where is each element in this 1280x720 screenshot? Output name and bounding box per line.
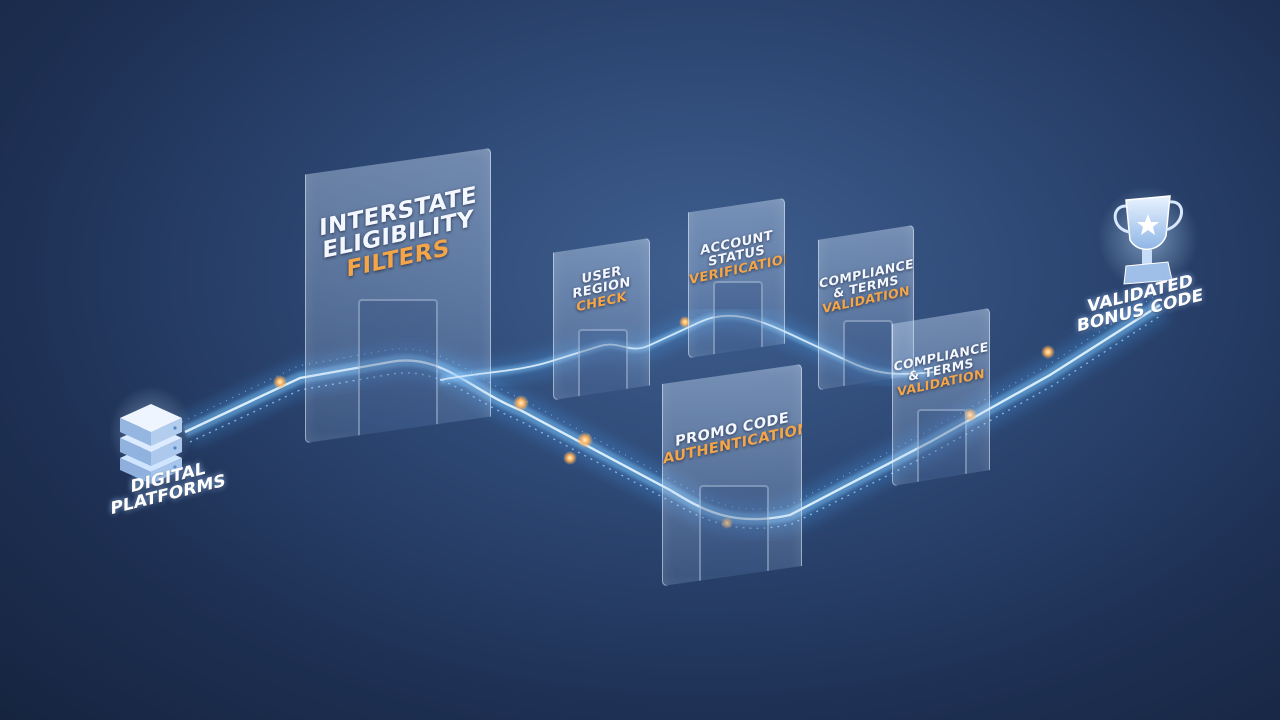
gate-compliance-upper: Compliance & Terms Validation: [818, 225, 914, 390]
gate-region-doorway: [578, 329, 628, 400]
server-stack-icon: [109, 386, 193, 484]
gate-interstate-doorway: [358, 299, 438, 443]
gate-compliance-upper-doorway: [843, 320, 893, 390]
trophy-icon: [1098, 186, 1198, 290]
gate-compliance-lower-doorway: [917, 409, 967, 486]
gate-interstate-eligibility: Interstate Eligibility Filters: [305, 148, 491, 443]
gate-promo-code-authentication: Promo Code Authentication: [662, 364, 802, 586]
gate-account-doorway: [713, 281, 763, 358]
gate-promo-doorway: [699, 485, 769, 586]
branch-data-stream: [437, 302, 937, 393]
gate-compliance-lower: Compliance & Terms Validation: [892, 308, 990, 486]
main-data-stream: [177, 290, 1170, 537]
gate-user-region-check: User Region Check: [553, 238, 650, 400]
gate-account-status: Account Status Verification: [688, 198, 785, 358]
